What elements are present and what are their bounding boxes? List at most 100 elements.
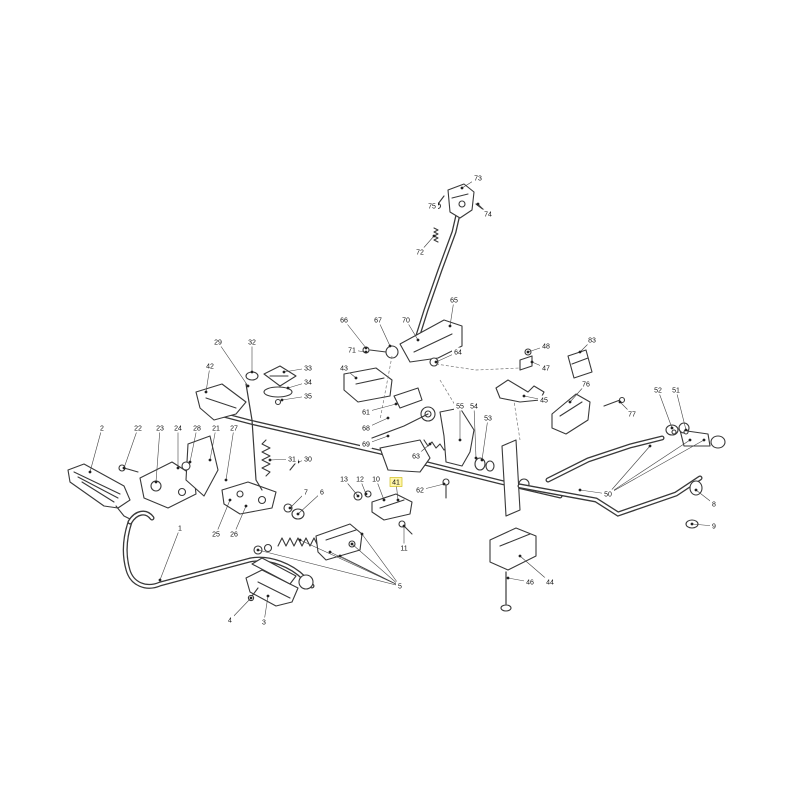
part-label-24[interactable]: 24 [172,423,184,433]
part-label-6[interactable]: 6 [318,487,326,497]
part-label-48[interactable]: 48 [540,341,552,351]
part-label-text-68: 68 [362,425,370,432]
part-label-65[interactable]: 65 [448,295,460,305]
part-label-13[interactable]: 13 [338,474,350,484]
leader-dot-76 [568,400,572,404]
leader-dot-52 [670,426,674,430]
part-label-text-44: 44 [546,579,554,586]
vertical-rod-29 [245,383,299,491]
part-label-4[interactable]: 4 [226,615,234,625]
part-label-3[interactable]: 3 [260,617,268,627]
part-label-69[interactable]: 69 [360,439,372,449]
part-label-75[interactable]: 75 [426,201,438,211]
left-bracket-assembly [118,435,219,509]
part-label-33[interactable]: 33 [302,363,314,373]
part-label-44[interactable]: 44 [544,577,556,587]
part-label-box-23 [154,423,166,433]
part-label-32[interactable]: 32 [246,337,258,347]
part-label-box-29 [212,337,224,347]
leader-dot-29 [246,384,250,388]
part-label-text-75: 75 [428,203,436,210]
part-label-30[interactable]: 30 [302,454,314,464]
part-label-34[interactable]: 34 [302,377,314,387]
part-label-62[interactable]: 62 [414,485,426,495]
part-label-74[interactable]: 74 [482,209,494,219]
part-label-51[interactable]: 51 [670,385,682,395]
nut-47-48 [519,348,533,371]
part-label-42[interactable]: 42 [204,361,216,371]
part-label-55[interactable]: 55 [454,401,466,411]
part-label-71[interactable]: 71 [346,345,358,355]
part-label-47[interactable]: 47 [540,363,552,373]
part-label-23[interactable]: 23 [154,423,166,433]
part-label-text-13: 13 [340,476,348,483]
part-label-12[interactable]: 12 [354,474,366,484]
part-label-54[interactable]: 54 [468,401,480,411]
part-label-text-53: 53 [484,415,492,422]
part-label-63[interactable]: 63 [410,451,422,461]
part-label-box-74 [482,209,494,219]
part-label-box-6 [318,487,326,497]
leader-dot-33 [282,370,286,374]
leader-dot-48 [526,350,530,354]
part-label-21[interactable]: 21 [210,423,222,433]
part-label-text-21: 21 [212,425,220,432]
part-label-10[interactable]: 10 [370,474,382,484]
leader-dot-9 [690,522,694,526]
part-label-box-46 [524,577,536,587]
part-label-22[interactable]: 22 [132,423,144,433]
part-label-7[interactable]: 7 [302,487,310,497]
part-label-box-55 [454,401,466,411]
part-label-text-4: 4 [228,617,232,624]
part-label-11[interactable]: 11 [398,543,410,553]
part-label-70[interactable]: 70 [400,315,412,325]
parts-drawing [67,183,726,612]
part-label-5[interactable]: 5 [396,581,404,591]
part-label-52[interactable]: 52 [652,385,664,395]
part-label-83[interactable]: 83 [586,335,598,345]
block-44 [489,527,537,612]
part-label-9[interactable]: 9 [710,521,718,531]
leader-dot-13 [356,494,360,498]
part-label-text-61: 61 [362,409,370,416]
part-label-2[interactable]: 2 [98,423,106,433]
part-label-text-71: 71 [348,347,356,354]
part-label-text-51: 51 [672,387,680,394]
part-label-67[interactable]: 67 [372,315,384,325]
leader-dot-45 [522,394,526,398]
part-label-31[interactable]: 31 [286,454,298,464]
part-label-8[interactable]: 8 [710,499,718,509]
part-label-50[interactable]: 50 [602,489,614,499]
leader-line-5-4 [351,543,401,587]
part-label-43[interactable]: 43 [338,363,350,373]
part-label-box-43 [338,363,350,373]
part-label-35[interactable]: 35 [302,391,314,401]
leader-dot-63 [428,442,432,446]
part-label-29[interactable]: 29 [212,337,224,347]
leader-dot-21 [208,458,212,462]
part-label-61[interactable]: 61 [360,407,372,417]
part-label-64[interactable]: 64 [452,347,464,357]
part-label-41[interactable]: 41 [389,477,403,487]
part-label-73[interactable]: 73 [472,173,484,183]
part-label-1[interactable]: 1 [176,523,184,533]
leader-dot-62 [442,482,446,486]
part-label-45[interactable]: 45 [538,395,550,405]
part-label-26[interactable]: 26 [228,529,240,539]
leader-dot-25 [228,498,232,502]
part-label-66[interactable]: 66 [338,315,350,325]
part-label-25[interactable]: 25 [210,529,222,539]
part-label-53[interactable]: 53 [482,413,494,423]
part-label-68[interactable]: 68 [360,423,372,433]
part-label-76[interactable]: 76 [580,379,592,389]
part-label-box-22 [132,423,144,433]
part-label-28[interactable]: 28 [191,423,203,433]
part-label-77[interactable]: 77 [626,409,638,419]
part-label-27[interactable]: 27 [228,423,240,433]
leader-dot-24 [176,466,180,470]
part-label-46[interactable]: 46 [524,577,536,587]
part-label-box-44 [544,577,556,587]
leader-line-29 [217,341,249,387]
part-label-text-10: 10 [372,476,380,483]
part-label-72[interactable]: 72 [414,247,426,257]
